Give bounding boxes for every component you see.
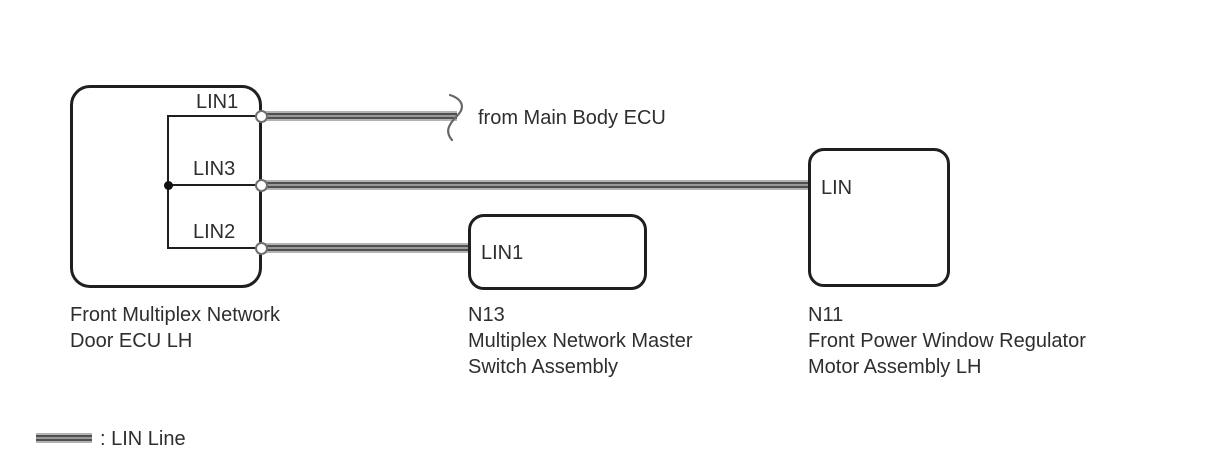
lin3-internal-stub <box>167 184 262 186</box>
caption-line: N13 <box>468 304 505 326</box>
lin1-wire-to-main-body-ecu <box>262 111 457 121</box>
node-n11-window-motor <box>808 148 950 287</box>
caption-n13: N13 Multiplex Network Master Switch Asse… <box>468 302 693 380</box>
legend-label: : LIN Line <box>100 428 186 450</box>
pin-label-lin3: LIN3 <box>193 158 236 180</box>
caption-line: Door ECU LH <box>70 330 193 352</box>
caption-line: Front Power Window Regulator <box>808 330 1086 352</box>
lin3-wire-to-n11 <box>262 180 810 190</box>
caption-line: Front Multiplex Network <box>70 304 281 326</box>
caption-n11: N11 Front Power Window Regulator Motor A… <box>808 302 1086 380</box>
pin-label-lin2: LIN2 <box>193 221 236 243</box>
junction-dot <box>164 181 173 190</box>
node-n13-master-switch <box>468 214 647 290</box>
lin2-wire-to-n13 <box>262 243 470 253</box>
pin-connector-lin2 <box>255 242 268 255</box>
lin-line-legend-sample <box>36 433 92 443</box>
pin-label-lin1: LIN1 <box>196 91 239 113</box>
external-source-label: from Main Body ECU <box>478 107 666 129</box>
pin-connector-lin3 <box>255 179 268 192</box>
caption-line: Multiplex Network Master <box>468 330 693 352</box>
caption-line: N11 <box>808 304 844 326</box>
pin-label-n11-lin: LIN <box>821 177 853 199</box>
pin-connector-lin1 <box>255 110 268 123</box>
line-break-symbol <box>447 93 463 142</box>
caption-line: Switch Assembly <box>468 356 619 378</box>
lin2-internal-stub <box>167 247 262 249</box>
caption-front-multiplex-door-ecu: Front Multiplex Network Door ECU LH <box>70 302 280 354</box>
caption-line: Motor Assembly LH <box>808 356 982 378</box>
lin1-internal-stub <box>167 115 262 117</box>
pin-label-n13-lin1: LIN1 <box>481 242 524 264</box>
